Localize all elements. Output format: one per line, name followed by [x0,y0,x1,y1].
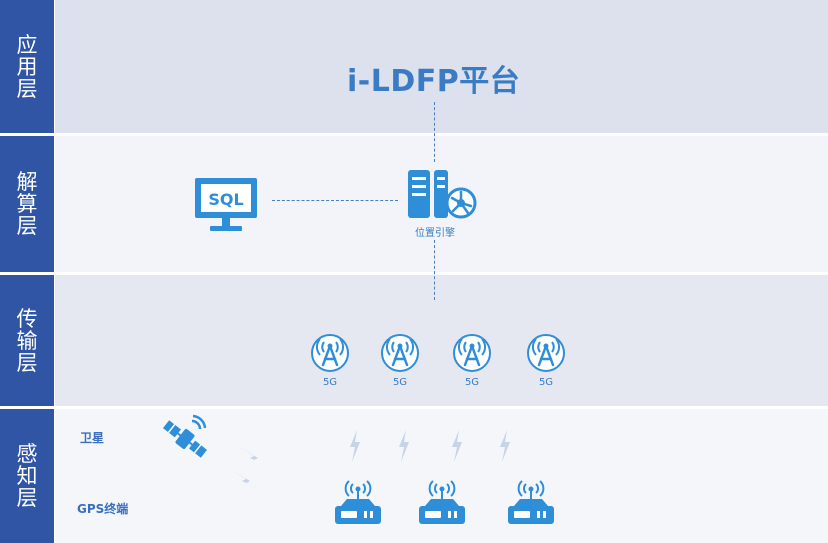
5g-tower-icon: 5G [311,334,349,388]
connector-engine-transport [434,240,435,300]
layer-label: 传输层 [16,306,38,375]
lightning-icon [452,430,462,462]
layer-tab-perception: 感知层 [0,409,54,543]
signal-wave-icon [234,444,274,470]
layer-label: 感知层 [16,442,38,510]
perception-layer: 感知层 [0,409,828,543]
signal-wave-icon [228,468,266,492]
application-layer-body [55,0,828,133]
5g-label: 5G [323,377,337,388]
connector-sql-engine [272,200,398,201]
server-engine-icon [408,170,477,219]
gps-terminal-icon [335,480,381,524]
satellite-label: 卫星 [80,431,105,445]
layer-tab-compute: 解算层 [0,136,54,272]
5g-label: 5G [465,377,479,388]
transport-layer: 传输层 [0,275,828,406]
gps-terminal-icon [508,480,554,524]
gps-terminal-icon [419,480,465,524]
monitor-sql-icon: SQL [195,178,257,231]
engine-label: 位置引擎 [415,228,455,239]
5g-tower-icon: 5G [453,334,491,388]
layer-divider [0,133,828,136]
application-layer: 应用层 [0,0,828,133]
5g-label: 5G [539,377,553,388]
lightning-icon [500,430,510,462]
sql-label: SQL [208,190,243,209]
lightning-icon [350,430,360,462]
layer-tab-transport: 传输层 [0,275,54,406]
compute-layer: 解算层 [0,136,828,272]
transport-layer-body [55,275,828,406]
5g-tower-icon: 5G [381,334,419,388]
satellite-icon [163,414,207,458]
gps-terminal-label: GPS终端 [77,502,129,516]
layer-tab-application: 应用层 [0,0,54,133]
layer-label: 解算层 [16,170,38,238]
5g-label: 5G [393,377,407,388]
platform-title: i-LDFP平台 [347,64,521,99]
connector-platform-engine [434,102,435,162]
layer-divider [0,272,828,275]
5g-tower-icon: 5G [527,334,565,388]
lightning-icon [399,430,409,462]
layer-divider [0,406,828,409]
layer-label: 应用层 [16,32,38,101]
